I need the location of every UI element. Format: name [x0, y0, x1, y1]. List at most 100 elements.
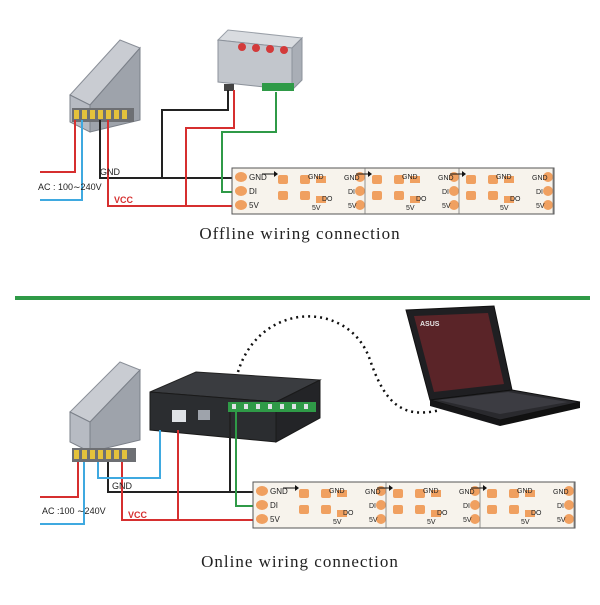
laptop-logo: ASUS	[420, 321, 440, 328]
segment-label-di: DI	[369, 503, 376, 510]
cut-pad	[543, 172, 553, 182]
wire-vcc-offline	[107, 120, 236, 207]
segment-label-5v: 5V	[500, 205, 509, 212]
laptop: ASUS	[405, 305, 581, 426]
led-pad	[321, 489, 331, 498]
segment-label-5v-next: 5V	[348, 203, 357, 210]
segment-label-di: DI	[463, 503, 470, 510]
cut-pad	[543, 186, 553, 196]
offline-section: AC : 100∼240V GND VCC GNDDI5VGNDDI5VDO5V…	[38, 29, 555, 215]
resistor-pad	[525, 490, 535, 497]
led-pad	[487, 505, 497, 514]
segment-label-do: DO	[510, 196, 521, 203]
wire-gnd-controller-offline	[161, 90, 229, 178]
controller-offline	[216, 29, 304, 92]
segment-label-gnd-next: GND	[532, 175, 548, 182]
led-pad	[300, 175, 310, 184]
cut-pad	[564, 514, 574, 524]
segment-label-5v: 5V	[427, 519, 436, 526]
wires-offline	[40, 90, 277, 207]
wire-gnd-online	[107, 462, 256, 493]
online-section: ASUS AC :100 ∼240V GND VCC GNDDI5VGNDDI5…	[40, 305, 581, 529]
cut-pad	[564, 486, 574, 496]
segment-label-5v-next: 5V	[369, 517, 378, 524]
gnd-label-online: GND	[112, 481, 133, 491]
cut-pad	[564, 500, 574, 510]
cut-pad	[449, 186, 459, 196]
led-pad	[487, 489, 497, 498]
led-pad	[299, 505, 309, 514]
gnd-label-offline: GND	[100, 167, 121, 177]
offline-caption: Offline wiring connection	[199, 224, 401, 243]
led-pad	[509, 505, 519, 514]
segment-label-gnd: GND	[329, 488, 345, 495]
direction-arrowhead	[368, 171, 372, 177]
led-pad	[415, 489, 425, 498]
segment-label-di: DI	[348, 189, 355, 196]
direction-arrowhead	[483, 485, 487, 491]
segment-label-gnd-next: GND	[459, 489, 475, 496]
led-pad	[372, 175, 382, 184]
cut-pad	[355, 200, 365, 210]
cut-pad	[376, 500, 386, 510]
strip-pad	[235, 172, 247, 182]
direction-arrowhead	[295, 485, 299, 491]
led-pad	[278, 175, 288, 184]
segment-label-5v: 5V	[312, 205, 321, 212]
segment-label-gnd-next: GND	[438, 175, 454, 182]
segment-label-do: DO	[531, 510, 542, 517]
strip-pad	[256, 514, 268, 524]
power-supply-online	[69, 361, 141, 462]
direction-arrowhead	[462, 171, 466, 177]
segment-label-5v-next: 5V	[557, 517, 566, 524]
vcc-label-offline: VCC	[114, 195, 134, 205]
wire-ac-red-online	[40, 462, 79, 498]
resistor-pad	[504, 176, 514, 183]
strip-pin-gnd: GND	[249, 173, 267, 182]
capacitor-pad	[504, 196, 514, 203]
led-pad	[299, 489, 309, 498]
capacitor-pad	[525, 510, 535, 517]
wire-gnd-offline	[99, 120, 236, 179]
led-pad	[509, 489, 519, 498]
capacitor-pad	[431, 510, 441, 517]
segment-label-do: DO	[416, 196, 427, 203]
wire-ac-red-offline	[40, 120, 76, 173]
cut-pad	[470, 500, 480, 510]
online-caption: Online wiring connection	[201, 552, 399, 571]
led-pad	[321, 505, 331, 514]
segment-label-5v: 5V	[521, 519, 530, 526]
resistor-pad	[337, 490, 347, 497]
segment-label-do: DO	[343, 510, 354, 517]
strip-pin-5v: 5V	[270, 515, 280, 524]
segment-label-gnd: GND	[308, 174, 324, 181]
segment-label-gnd: GND	[423, 488, 439, 495]
cut-pad	[355, 186, 365, 196]
resistor-pad	[316, 176, 326, 183]
segment-label-do: DO	[437, 510, 448, 517]
led-pad	[488, 175, 498, 184]
controller-online	[149, 371, 322, 443]
segment-label-di: DI	[442, 189, 449, 196]
segment-label-gnd: GND	[496, 174, 512, 181]
segment-label-do: DO	[322, 196, 333, 203]
segment-label-gnd-next: GND	[365, 489, 381, 496]
capacitor-pad	[337, 510, 347, 517]
resistor-pad	[410, 176, 420, 183]
capacitor-pad	[410, 196, 420, 203]
segment-label-di: DI	[557, 503, 564, 510]
ac-label-online: AC :100 ∼240V	[42, 506, 106, 516]
led-pad	[394, 175, 404, 184]
segment-label-gnd-next: GND	[344, 175, 360, 182]
segment-label-5v: 5V	[333, 519, 342, 526]
wires-online	[40, 412, 256, 525]
wire-ac-blue-online	[40, 462, 85, 525]
led-pad	[300, 191, 310, 200]
segment-label-gnd-next: GND	[553, 489, 569, 496]
strip-pin-gnd: GND	[270, 487, 288, 496]
cut-pad	[470, 514, 480, 524]
